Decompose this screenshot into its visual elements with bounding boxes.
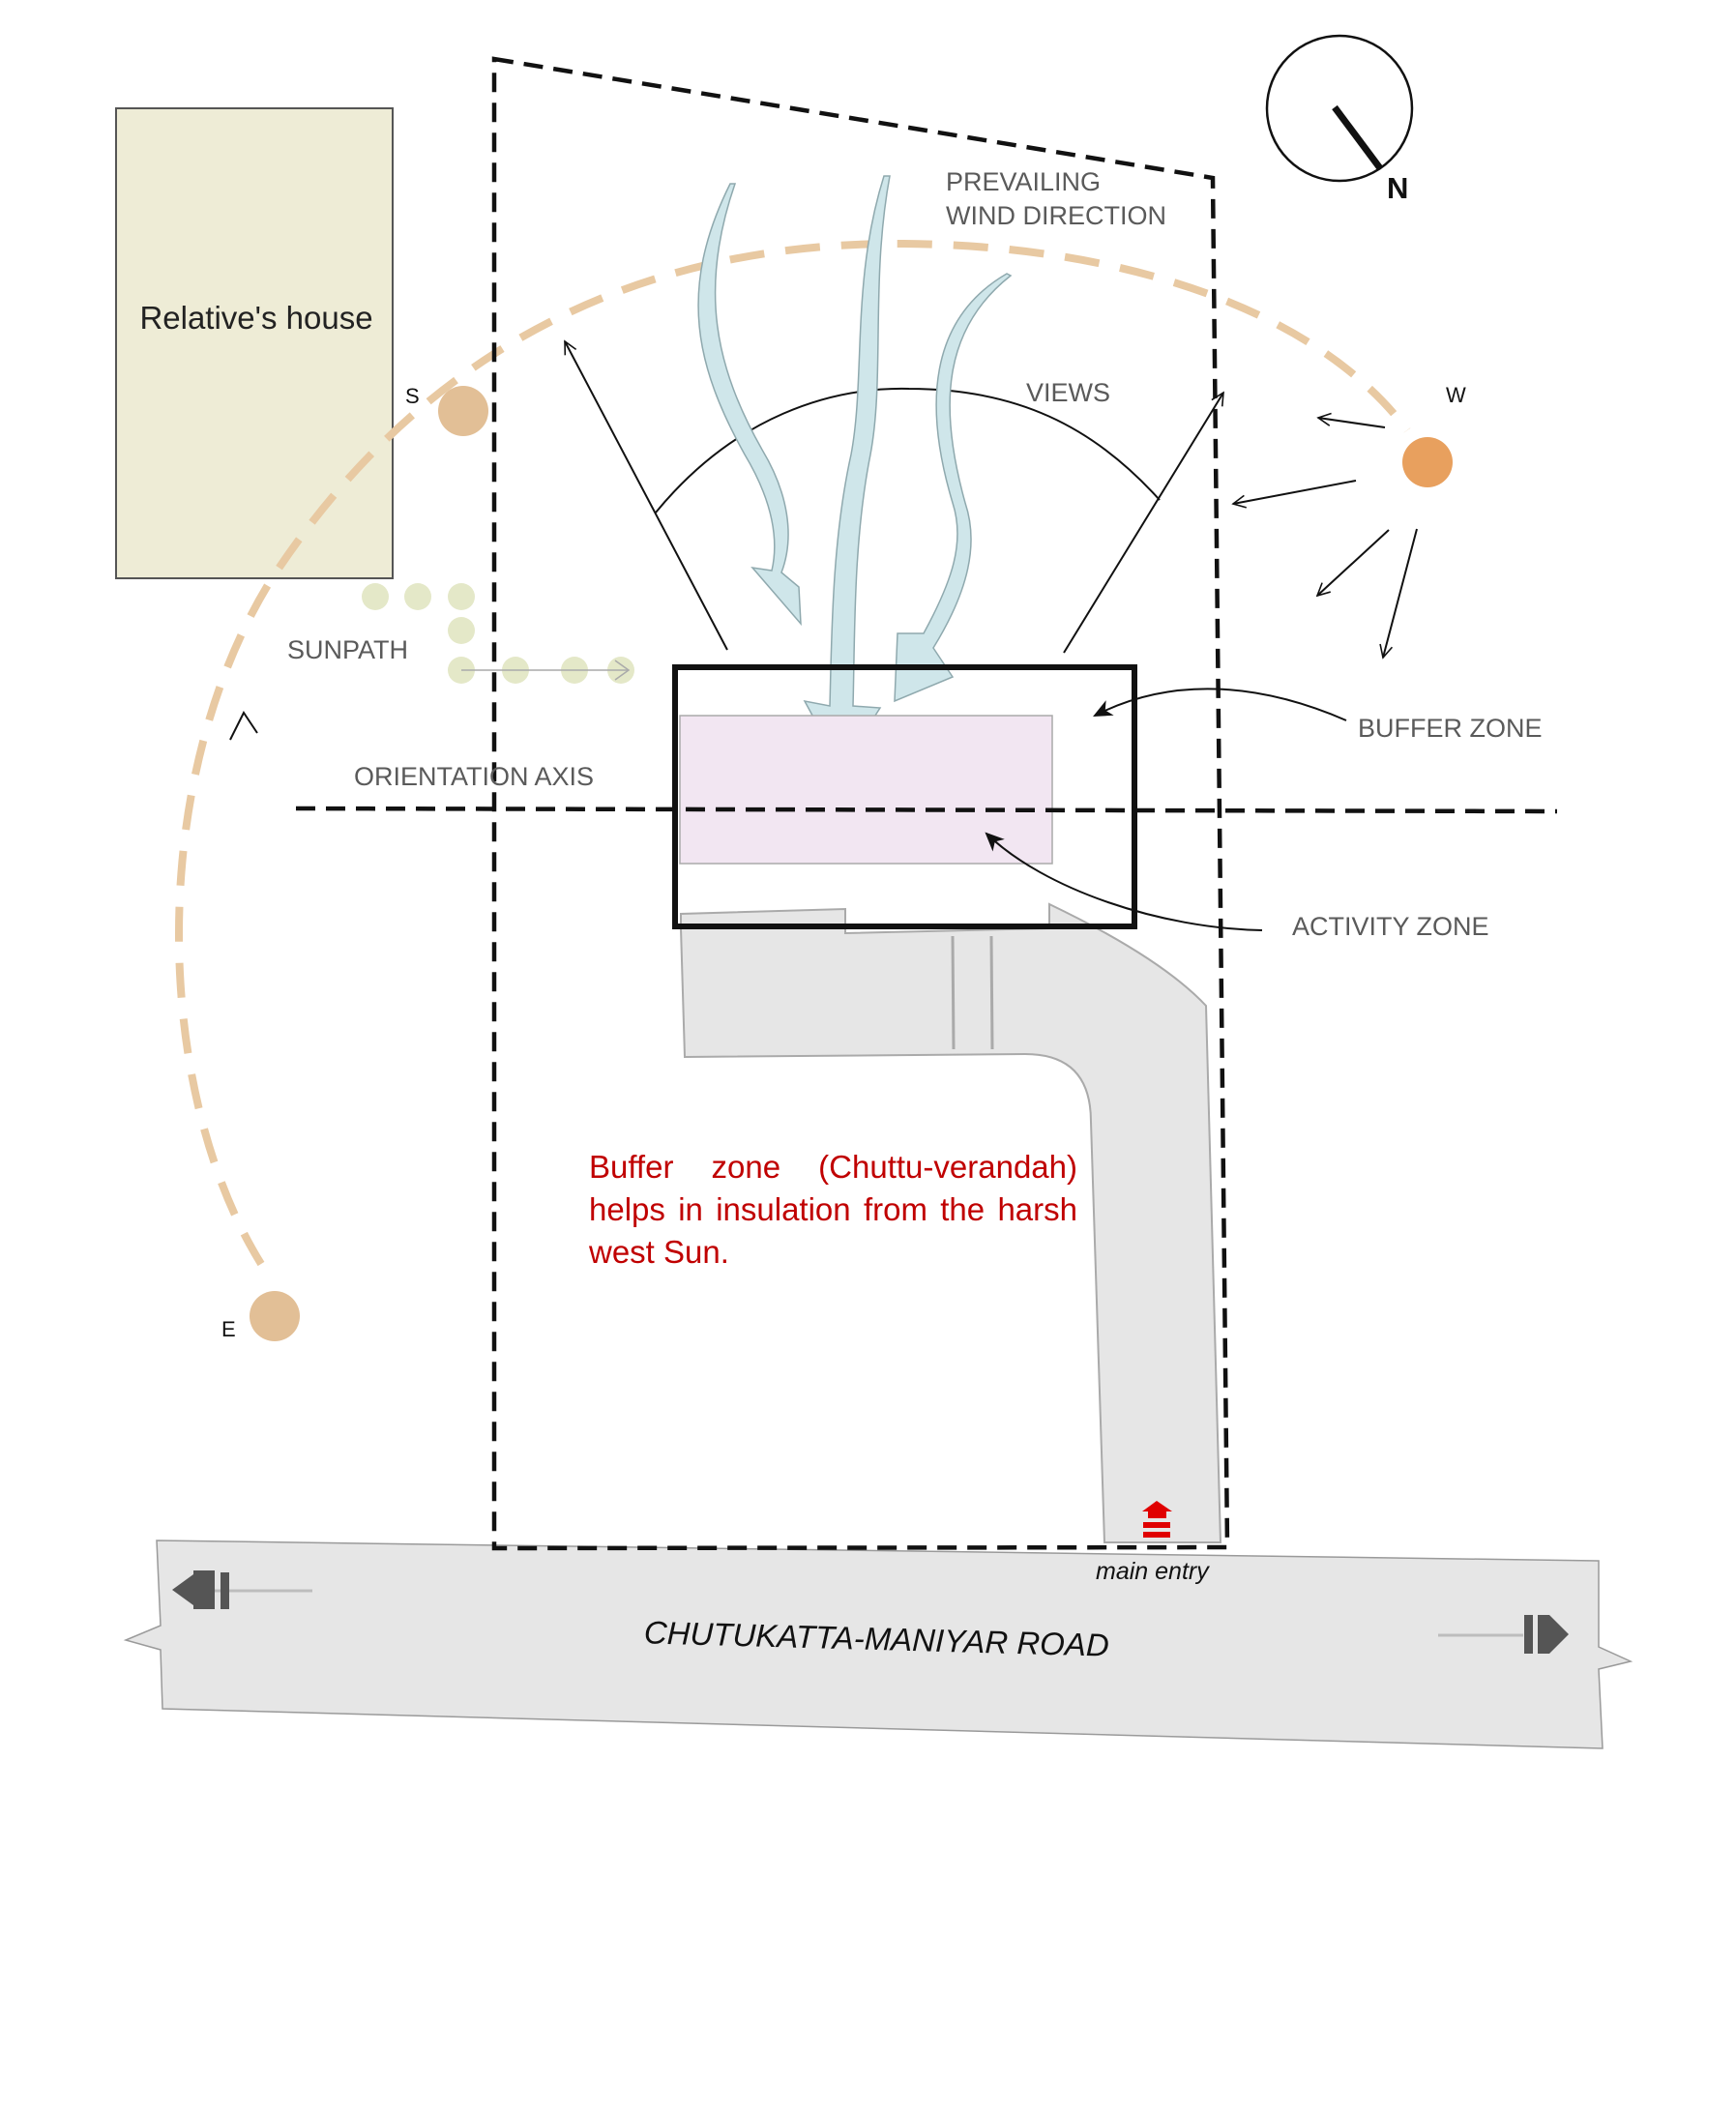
prevailing-wind-label-line2: WIND DIRECTION — [946, 201, 1166, 230]
relatives-house-label: Relative's house — [139, 300, 372, 336]
wind-arrow-2 — [803, 175, 891, 771]
wind-arrow-3 — [894, 273, 1013, 703]
driveway-line-2 — [989, 935, 994, 1050]
activity-zone-callout-arrow — [985, 832, 1263, 931]
orientation-axis-label: ORIENTATION AXIS — [354, 762, 594, 791]
buffer-zone-label: BUFFER ZONE — [1358, 714, 1543, 743]
road — [123, 1540, 1633, 1749]
wind-arrows — [697, 175, 1013, 771]
wind-arrow-1 — [697, 183, 802, 627]
activity-zone — [679, 715, 1053, 865]
sun-east — [250, 1291, 300, 1341]
activity-zone-label: ACTIVITY ZONE — [1292, 912, 1489, 941]
main-entry-icon — [1142, 1501, 1172, 1538]
main-entry-label: main entry — [1096, 1558, 1210, 1585]
buffer-zone-note: Buffer zone (Chuttu-verandah) helps in i… — [589, 1149, 1077, 1270]
west-label: W — [1446, 383, 1466, 407]
sunpath-dots-icon — [362, 583, 634, 684]
driveway — [680, 902, 1222, 1543]
buffer-zone — [672, 664, 1137, 929]
sun-west — [1402, 437, 1453, 487]
sunpath-label: SUNPATH — [287, 635, 408, 664]
left-direction-arrow-icon — [172, 1570, 229, 1609]
views-right-arrow — [1063, 393, 1223, 654]
sunpath-direction-chevron-icon — [229, 711, 258, 741]
driveway-line-1 — [951, 935, 956, 1050]
west-sun-rays — [1233, 418, 1418, 658]
relatives-house — [115, 107, 394, 579]
north-label: N — [1387, 171, 1408, 205]
prevailing-wind-label-line1: PREVAILING — [946, 167, 1101, 196]
site-boundary — [491, 56, 1230, 1551]
north-compass-icon — [1265, 34, 1414, 183]
south-label: S — [405, 384, 420, 408]
views-label: VIEWS — [1026, 378, 1110, 407]
views-arc — [655, 387, 1161, 513]
orientation-axis — [295, 806, 1558, 814]
sun-south — [438, 386, 488, 436]
buffer-zone-callout-arrow — [1093, 688, 1347, 721]
sunpath-arc — [175, 239, 1411, 1267]
east-label: E — [221, 1317, 236, 1341]
views-left-arrow — [564, 341, 728, 651]
right-direction-arrow-icon — [1524, 1615, 1569, 1654]
